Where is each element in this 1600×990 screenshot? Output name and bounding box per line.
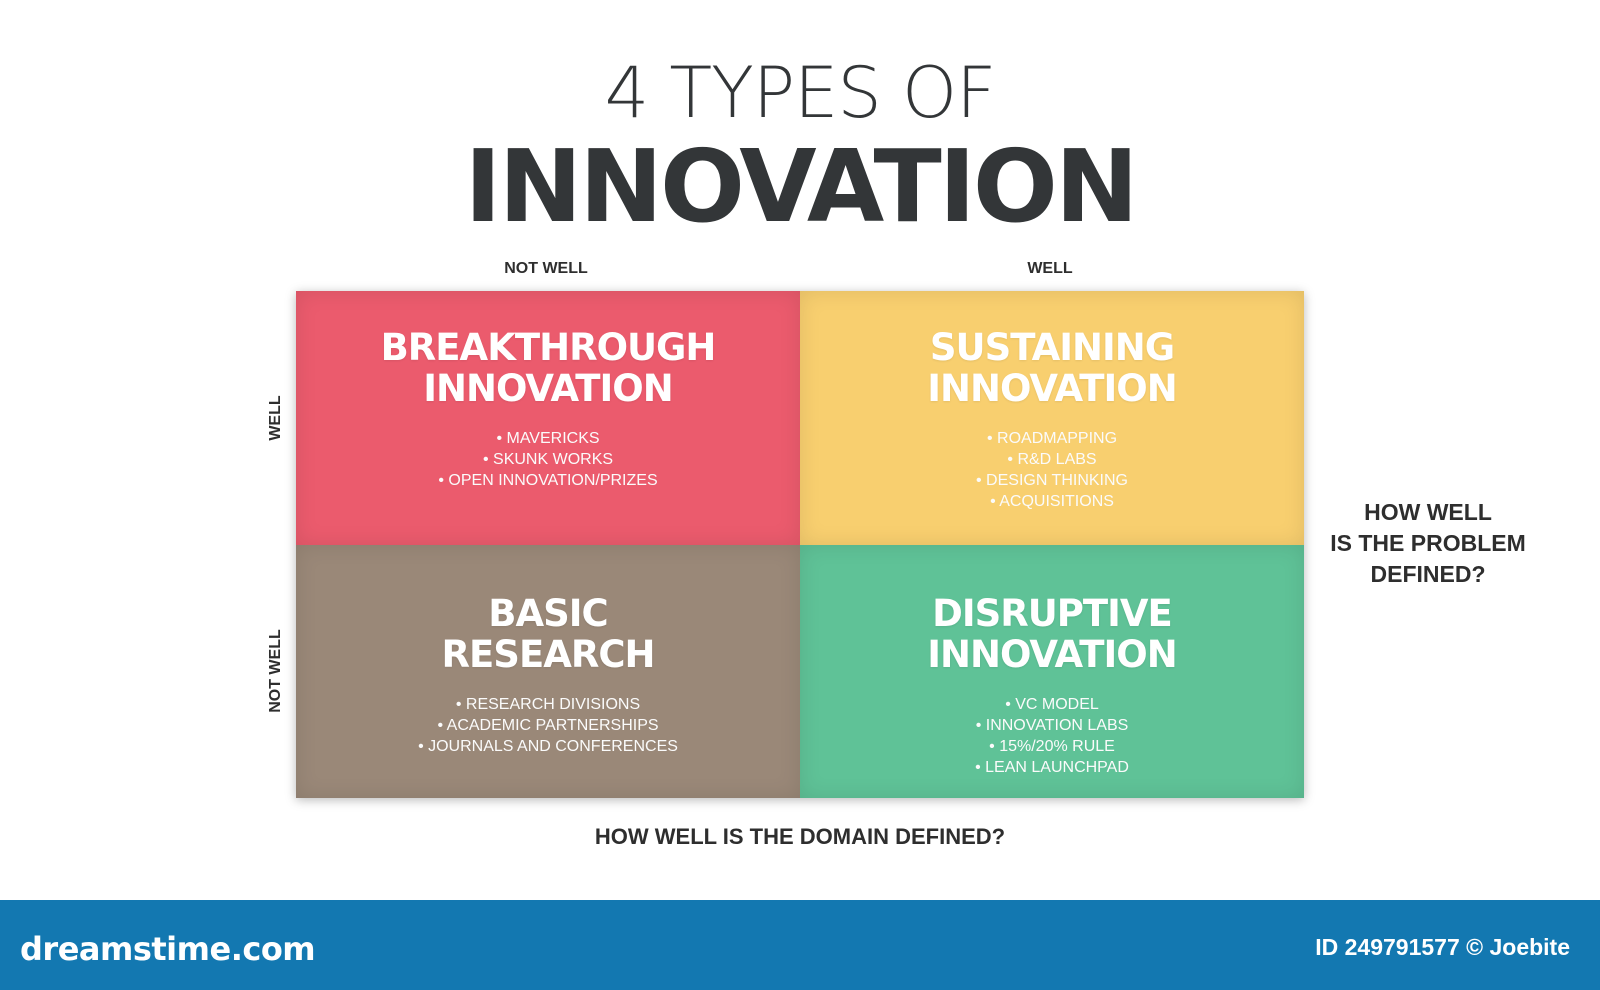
axis-label-line: DEFINED?: [1370, 561, 1486, 587]
list-item: MAVERICKS: [296, 428, 800, 449]
list-item: ROADMAPPING: [800, 428, 1304, 449]
axis-label-top-right: WELL: [1027, 260, 1073, 277]
quadrant-disruptive-innovation: DISRUPTIVE INNOVATION VC MODEL INNOVATIO…: [800, 544, 1304, 798]
list-item: OPEN INNOVATION/PRIZES: [296, 470, 800, 491]
list-item: DESIGN THINKING: [800, 470, 1304, 491]
quadrant-heading-line: DISRUPTIVE: [932, 591, 1173, 635]
quadrant-heading-line: RESEARCH: [441, 632, 656, 676]
quadrant-heading: DISRUPTIVE INNOVATION: [800, 593, 1304, 675]
axis-label-right: HOW WELL IS THE PROBLEM DEFINED?: [1318, 497, 1538, 590]
quadrant-heading-line: INNOVATION: [423, 367, 673, 410]
quadrant-heading: BASIC RESEARCH: [296, 593, 800, 675]
quadrant-heading-line: SUSTAINING: [929, 326, 1175, 369]
list-item: RESEARCH DIVISIONS: [296, 694, 800, 715]
page-title: INNOVATION: [464, 128, 1138, 245]
quadrant-basic-research: BASIC RESEARCH RESEARCH DIVISIONS ACADEM…: [296, 544, 800, 798]
title-line-1: 4 TYPES OF: [604, 52, 997, 134]
axis-label-top-left: NOT WELL: [504, 260, 588, 277]
list-item: VC MODEL: [800, 694, 1304, 715]
quadrant-heading-line: BREAKTHROUGH: [380, 326, 717, 369]
list-item: SKUNK WORKS: [296, 449, 800, 470]
list-item: ACQUISITIONS: [800, 491, 1304, 512]
innovation-matrix: BREAKTHROUGH INNOVATION MAVERICKS SKUNK …: [296, 291, 1304, 798]
quadrant-heading: SUSTAINING INNOVATION: [800, 327, 1304, 409]
image-credit: ID 249791577 © Joebite: [1315, 934, 1570, 960]
quadrant-heading-line: BASIC: [488, 591, 608, 635]
quadrant-items: VC MODEL INNOVATION LABS 15%/20% RULE LE…: [800, 694, 1304, 778]
axis-label-bottom: HOW WELL IS THE DOMAIN DEFINED?: [594, 824, 1006, 849]
quadrant-breakthrough-innovation: BREAKTHROUGH INNOVATION MAVERICKS SKUNK …: [296, 291, 800, 545]
footer-bar: dreamstime.com ID 249791577 © Joebite: [0, 900, 1600, 990]
quadrant-items: ROADMAPPING R&D LABS DESIGN THINKING ACQ…: [800, 428, 1304, 512]
quadrant-sustaining-innovation: SUSTAINING INNOVATION ROADMAPPING R&D LA…: [800, 291, 1304, 545]
list-item: LEAN LAUNCHPAD: [800, 757, 1304, 778]
list-item: ACADEMIC PARTNERSHIPS: [296, 715, 800, 736]
axis-label-left-bottom: NOT WELL: [267, 629, 284, 713]
axis-label-line: IS THE PROBLEM: [1330, 530, 1526, 556]
quadrant-items: MAVERICKS SKUNK WORKS OPEN INNOVATION/PR…: [296, 428, 800, 491]
quadrant-heading-line: INNOVATION: [927, 632, 1177, 676]
brand-logo[interactable]: dreamstime.com: [20, 930, 316, 968]
list-item: 15%/20% RULE: [800, 736, 1304, 757]
axis-label-left-top: WELL: [267, 395, 284, 441]
list-item: INNOVATION LABS: [800, 715, 1304, 736]
quadrant-heading-line: INNOVATION: [927, 367, 1177, 410]
axis-label-line: HOW WELL: [1364, 499, 1492, 525]
list-item: R&D LABS: [800, 449, 1304, 470]
quadrant-heading: BREAKTHROUGH INNOVATION: [296, 327, 800, 409]
quadrant-items: RESEARCH DIVISIONS ACADEMIC PARTNERSHIPS…: [296, 694, 800, 757]
list-item: JOURNALS AND CONFERENCES: [296, 736, 800, 757]
